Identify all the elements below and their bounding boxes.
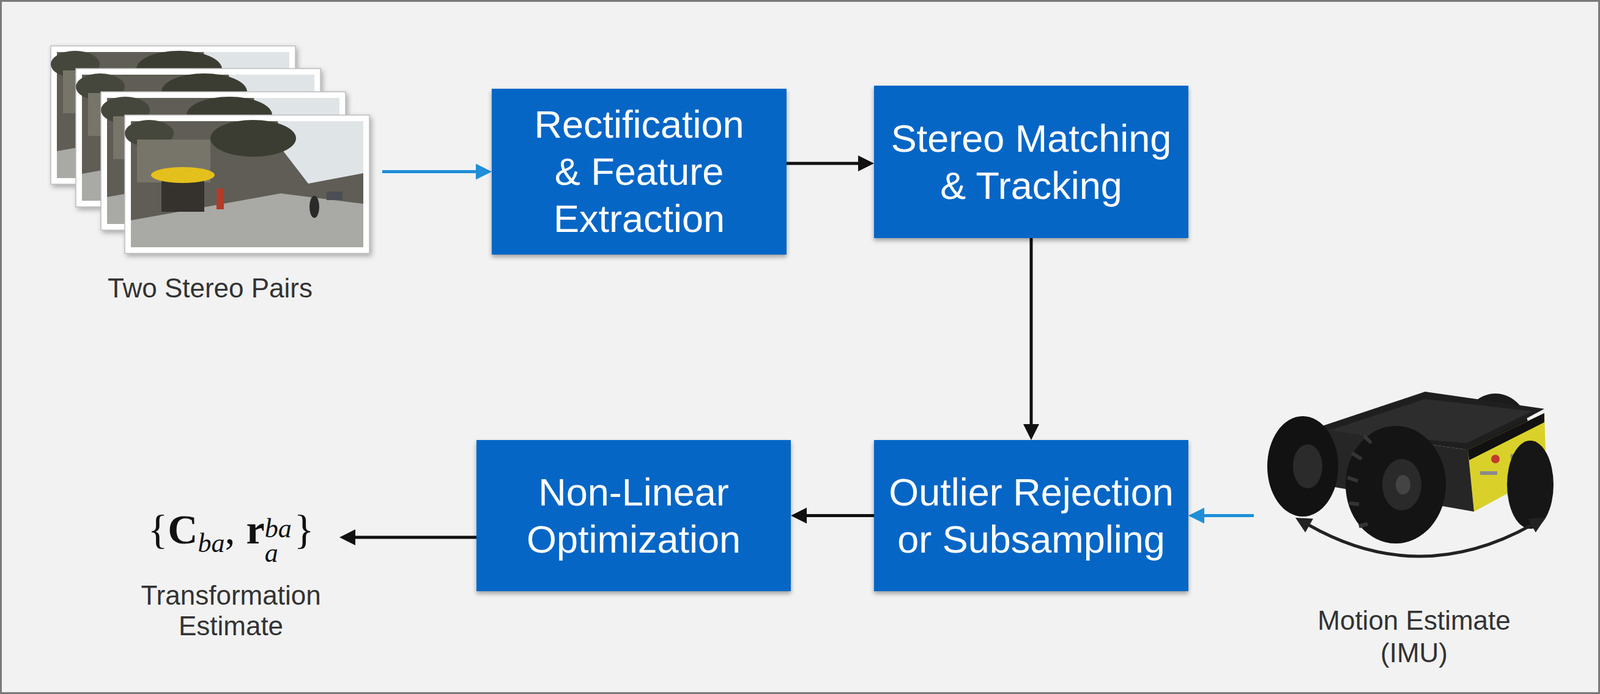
output-estimate: {Cba,rbaa}Transformation Estimate (122, 483, 340, 649)
arrow-shaft (786, 162, 860, 166)
math-script: ba (264, 516, 292, 541)
process-box: Outlier Rejection or Subsampling (874, 439, 1189, 591)
arrow-shaft (805, 513, 875, 517)
box-label: Outlier Rejection or Subsampling (884, 468, 1178, 563)
robot-caption: Motion Estimate (IMU) (1310, 603, 1519, 669)
process-box: Stereo Matching & Tracking (874, 85, 1189, 238)
math-symbol: } (294, 505, 315, 553)
process-box: Non-Linear Optimization (476, 439, 791, 591)
flow-arrow (339, 529, 477, 545)
stereo-image-stack (50, 45, 370, 254)
math-expression: {Cba,rbaa} (122, 501, 340, 557)
arrow-shaft (1203, 513, 1254, 517)
box-label: Stereo Matching & Tracking (884, 114, 1178, 210)
arrow-head (1023, 423, 1040, 440)
arrow-head (339, 529, 356, 545)
box-label: Non-Linear Optimization (486, 468, 781, 563)
arrow-head (475, 163, 492, 180)
image-caption: Two Stereo Pairs (50, 272, 370, 304)
imu-input: Motion Estimate (IMU) (1253, 379, 1578, 673)
math-symbol: { (148, 505, 169, 553)
arrow-head (1188, 507, 1205, 524)
script-stack: baa (264, 516, 292, 566)
flow-arrow (786, 155, 875, 172)
math-symbol: ba (197, 527, 225, 558)
flow-arrow (1188, 507, 1254, 524)
process-box: Rectification & Feature Extraction (491, 88, 787, 255)
flow-arrow (790, 507, 875, 524)
box-label: Rectification & Feature Extraction (522, 100, 756, 243)
flow-arrow (382, 163, 492, 180)
arrow-shaft (354, 535, 477, 539)
robot-illustration (1267, 391, 1554, 556)
arrow-shaft (382, 170, 478, 174)
arrow-head (790, 507, 807, 524)
math-symbol: , (224, 505, 235, 553)
math-symbol: r (245, 505, 265, 553)
arrow-head (858, 155, 875, 172)
flow-arrow (1023, 237, 1040, 440)
arrow-shaft (1029, 237, 1034, 426)
image-input: Two Stereo Pairs (50, 45, 383, 309)
math-symbol: C (167, 505, 198, 553)
output-caption: Transformation Estimate (133, 579, 330, 641)
math-script: a (264, 540, 292, 566)
